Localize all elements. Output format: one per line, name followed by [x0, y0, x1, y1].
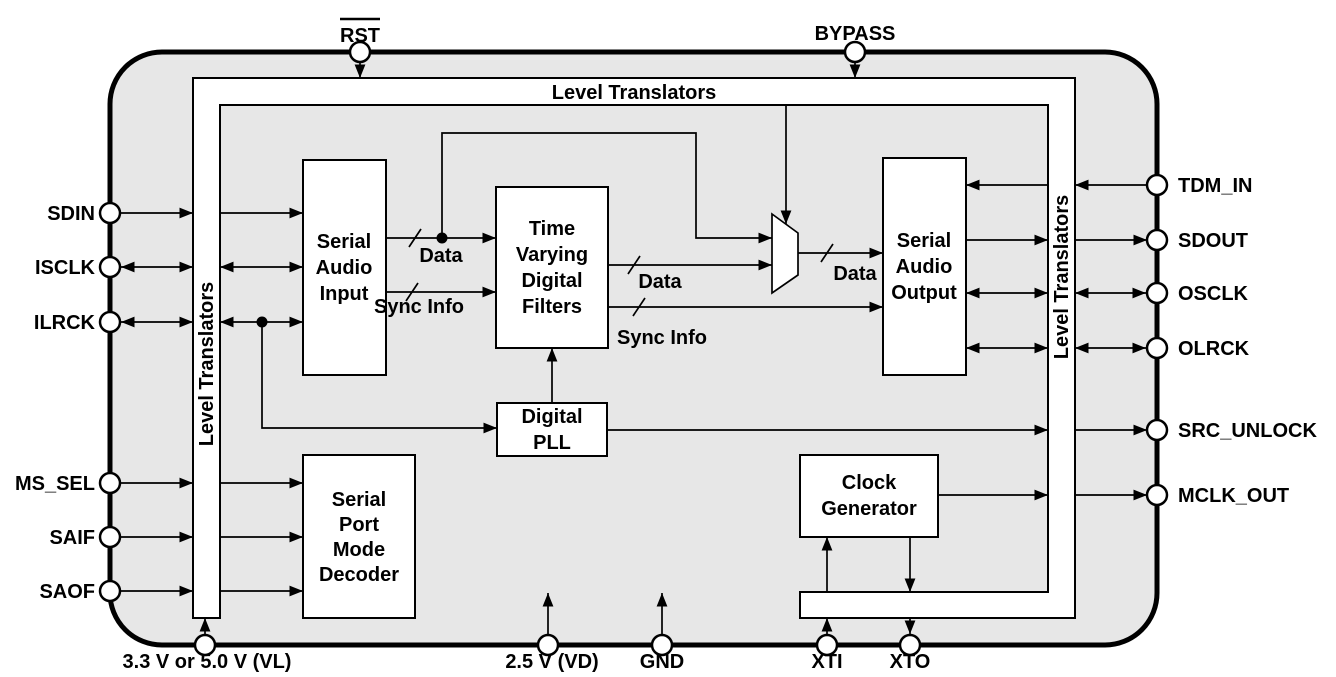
sao-line-1: Serial: [897, 230, 951, 252]
block-serial-port-mode-decoder: [302, 454, 416, 619]
spmd-line-2: Port: [339, 514, 379, 536]
bus-slash-data-filters-out: [627, 255, 641, 275]
cg-line-2: Generator: [821, 498, 917, 520]
serial-audio-output-label: Serial Audio Output: [891, 230, 957, 304]
bus-slash-data-mux-out: [820, 243, 834, 263]
pin-gnd: [650, 633, 674, 657]
wire-bypass-data: [441, 132, 772, 244]
tvdf-line-1: Time: [529, 218, 575, 240]
pin-label-vl: 3.3 V or 5.0 V (VL): [123, 651, 292, 673]
bus-slash-data-in: [408, 228, 422, 248]
pin-label-mclk-out: MCLK_OUT: [1178, 485, 1289, 507]
digital-pll-label: Digital PLL: [521, 406, 582, 454]
pin-saof: [98, 579, 122, 603]
pin-label-bypass: BYPASS: [815, 23, 896, 45]
pin-label-saif: SAIF: [49, 527, 95, 549]
spmd-line-4: Decoder: [319, 564, 399, 586]
bus-label-sync-filters-out: Sync Info: [617, 327, 707, 349]
pin-isclk: [98, 255, 122, 279]
level-translators-left-label: Level Translators: [196, 282, 218, 447]
pin-sdin: [98, 201, 122, 225]
pin-circles: [98, 40, 1169, 657]
pin-label-mssel: MS_SEL: [15, 473, 95, 495]
pin-xto: [898, 633, 922, 657]
pin-label-tdmin: TDM_IN: [1178, 175, 1252, 197]
block-serial-audio-output: [882, 157, 967, 376]
pin-label-src-unlock: SRC_UNLOCK: [1178, 420, 1317, 442]
pin-rst: [348, 40, 372, 64]
pin-label-rst: RST: [340, 25, 380, 47]
block-time-varying-digital-filters: [495, 186, 609, 349]
pin-saif: [98, 525, 122, 549]
pin-label-sdout: SDOUT: [1178, 230, 1248, 252]
bus-slash-sync-in: [405, 282, 419, 302]
sao-line-2: Audio: [896, 256, 953, 278]
pin-sdout: [1145, 228, 1169, 252]
pin-label-xto: XTO: [890, 651, 931, 673]
pin-ilrck: [98, 310, 122, 334]
junction-dot-data: [436, 232, 448, 244]
pll-line-1: Digital: [521, 406, 582, 428]
junction-dot-ilrck: [256, 316, 268, 328]
pin-tdmin: [1145, 173, 1169, 197]
pin-label-sdin: SDIN: [47, 203, 95, 225]
bus-label-data-filters-out: Data: [638, 271, 682, 293]
pin-label-osclk: OSCLK: [1178, 283, 1249, 305]
level-translator-frame: [192, 77, 1076, 619]
block-clock-generator: [799, 454, 939, 538]
bus-label-sync-in: Sync Info: [374, 296, 464, 318]
clock-generator-label: Clock Generator: [821, 472, 917, 520]
sai-line-1: Serial: [317, 231, 371, 253]
pin-osclk: [1145, 281, 1169, 305]
cg-line-1: Clock: [842, 472, 897, 494]
pin-vl: [193, 633, 217, 657]
pll-line-2: PLL: [533, 432, 571, 454]
bus-slash-sync-filters-out: [632, 297, 646, 317]
serial-audio-input-label: Serial Audio Input: [316, 231, 373, 305]
pin-src-unlock: [1145, 418, 1169, 442]
serial-port-mode-decoder-label: Serial Port Mode Decoder: [319, 489, 399, 586]
pin-label-vd: 2.5 V (VD): [505, 651, 598, 673]
sai-line-3: Input: [320, 283, 369, 305]
pin-mssel: [98, 471, 122, 495]
pin-xti: [815, 633, 839, 657]
pin-bypass: [843, 40, 867, 64]
bus-label-data-in: Data: [419, 245, 463, 267]
pin-label-xti: XTI: [811, 651, 842, 673]
time-varying-digital-filters-label: Time Varying Digital Filters: [516, 218, 588, 318]
pin-label-isclk: ISCLK: [35, 257, 96, 279]
level-translators-top-label: Level Translators: [552, 82, 717, 104]
wire-ilrck-to-pll: [261, 322, 497, 434]
pin-label-gnd: GND: [640, 651, 684, 673]
pin-olrck: [1145, 336, 1169, 360]
pin-vd: [536, 633, 560, 657]
spmd-line-3: Mode: [333, 539, 385, 561]
spmd-line-1: Serial: [332, 489, 386, 511]
block-serial-audio-input: [302, 159, 387, 376]
tvdf-line-3: Digital: [521, 270, 582, 292]
tvdf-line-4: Filters: [522, 296, 582, 318]
pin-label-olrck: OLRCK: [1178, 338, 1250, 360]
pin-label-ilrck: ILRCK: [34, 312, 96, 334]
tvdf-line-2: Varying: [516, 244, 588, 266]
bus-label-data-mux-out: Data: [833, 263, 877, 285]
pin-mclk-out: [1145, 483, 1169, 507]
wires: [120, 62, 1147, 634]
sao-line-3: Output: [891, 282, 957, 304]
bus-slashes: [405, 228, 834, 317]
mux-shape: [771, 212, 799, 295]
pin-label-saof: SAOF: [39, 581, 95, 603]
sai-line-2: Audio: [316, 257, 373, 279]
level-translators-right-label: Level Translators: [1051, 195, 1073, 360]
